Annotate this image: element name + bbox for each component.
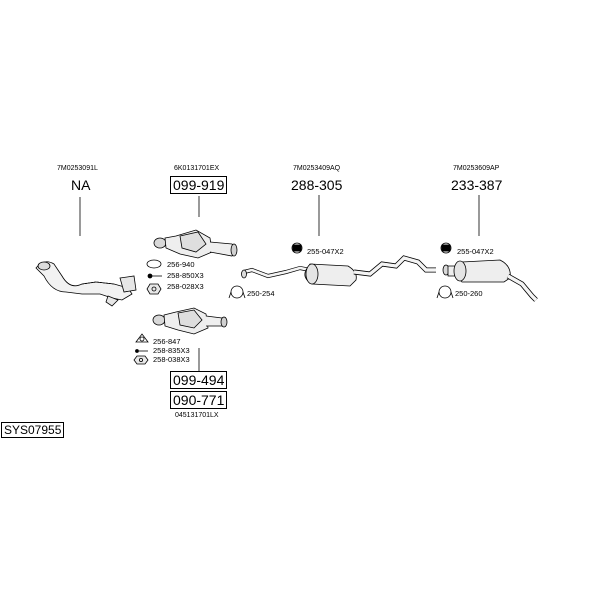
gasket-icon bbox=[146, 259, 162, 269]
accessory-bolt-cat-upper: 258-850X3 bbox=[167, 271, 204, 280]
oem-number-cat-upper: 6K0131701EX bbox=[174, 165, 220, 172]
front-pipe-icon bbox=[35, 261, 137, 307]
accessory-clamp-middle-silencer: 250-254 bbox=[247, 289, 275, 298]
clamp-icon bbox=[228, 285, 246, 299]
part-number-cat-lower-1[interactable]: 099-494 bbox=[170, 371, 228, 389]
oem-number-middle-silencer: 7M0253409AQ bbox=[293, 165, 341, 172]
middle-silencer-icon bbox=[241, 255, 436, 287]
part-number-cat-upper[interactable]: 099-919 bbox=[170, 176, 228, 194]
nut-icon bbox=[133, 355, 149, 365]
accessory-mount-middle-silencer: 255-047X2 bbox=[307, 247, 344, 256]
rear-silencer-icon bbox=[442, 259, 538, 302]
accessory-gasket-cat-lower: 256-847 bbox=[153, 337, 181, 346]
bolt-icon bbox=[135, 349, 148, 353]
accessory-bolt-cat-lower: 258-835X3 bbox=[153, 346, 190, 355]
gasket-icon bbox=[135, 333, 149, 343]
part-number-rear-silencer: 233-387 bbox=[451, 177, 503, 193]
oem-number-cat-lower: 045131701LX bbox=[175, 412, 219, 419]
clamp-icon bbox=[436, 285, 454, 299]
rubber-mount-icon bbox=[440, 242, 452, 254]
part-number-cat-lower-2[interactable]: 090-771 bbox=[170, 391, 228, 409]
system-code-label: SYS07955 bbox=[1, 422, 65, 438]
catalytic-converter-icon bbox=[152, 307, 228, 335]
oem-number-front-pipe: 7M0253091L bbox=[57, 165, 98, 172]
accessory-gasket-cat-upper: 256-940 bbox=[167, 260, 195, 269]
nut-icon bbox=[146, 283, 162, 295]
accessory-nut-cat-lower: 258-038X3 bbox=[153, 355, 190, 364]
part-number-front-pipe: NA bbox=[71, 177, 91, 193]
part-number-middle-silencer: 288-305 bbox=[291, 177, 343, 193]
bolt-icon bbox=[147, 273, 162, 279]
accessory-mount-rear-silencer: 255-047X2 bbox=[457, 247, 494, 256]
rubber-mount-icon bbox=[291, 242, 303, 254]
accessory-nut-cat-upper: 258-028X3 bbox=[167, 282, 204, 291]
accessory-clamp-rear-silencer: 250-260 bbox=[455, 289, 483, 298]
oem-number-rear-silencer: 7M0253609AP bbox=[453, 165, 500, 172]
catalytic-converter-icon bbox=[153, 229, 238, 259]
